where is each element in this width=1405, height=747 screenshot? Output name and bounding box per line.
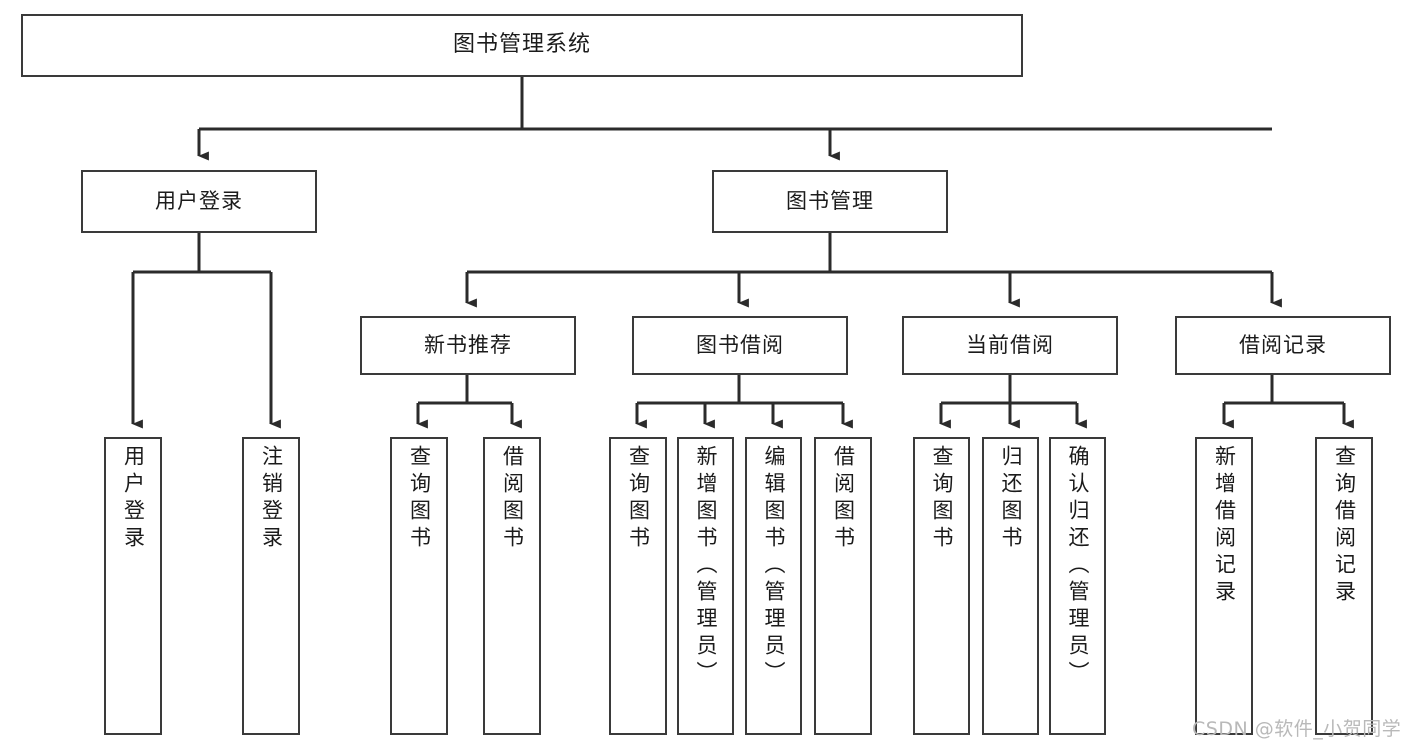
node-leaf-query-borrow-record[interactable]: 查询借阅记录 [1315,437,1373,735]
node-leaf-add-book[interactable]: 新增图书（管理员） [677,437,734,735]
node-label: 查询借阅记录 [1332,445,1357,607]
node-leaf-query-book-current[interactable]: 查询图书 [913,437,970,735]
node-label: 归还图书 [999,445,1023,553]
node-leaf-return-book[interactable]: 归还图书 [982,437,1039,735]
node-label: 新增图书（管理员） [694,445,718,688]
node-label: 新增借阅记录 [1212,445,1237,607]
node-leaf-add-borrow-record[interactable]: 新增借阅记录 [1195,437,1253,735]
node-label: 借阅图书 [831,445,856,553]
node-borrow-record[interactable]: 借阅记录 [1175,316,1391,375]
node-leaf-logout[interactable]: 注销登录 [242,437,300,735]
node-label: 图书管理 [786,188,874,213]
node-user-login[interactable]: 用户登录 [81,170,317,233]
node-book-management[interactable]: 图书管理 [712,170,948,233]
node-label: 查询图书 [407,445,432,553]
node-leaf-confirm-return[interactable]: 确认归还（管理员） [1049,437,1106,735]
node-leaf-query-book-borrow[interactable]: 查询图书 [609,437,667,735]
node-leaf-query-book-recommend[interactable]: 查询图书 [390,437,448,735]
node-label: 确认归还（管理员） [1066,445,1090,688]
node-root-book-management-system[interactable]: 图书管理系统 [21,14,1023,77]
node-book-borrow[interactable]: 图书借阅 [632,316,848,375]
node-label: 借阅记录 [1239,332,1327,357]
node-label: 用户登录 [155,188,243,213]
node-label: 查询图书 [626,445,651,553]
node-label: 编辑图书（管理员） [762,445,786,688]
node-label: 借阅图书 [500,445,525,553]
node-leaf-borrow-book[interactable]: 借阅图书 [814,437,872,735]
node-new-book-recommend[interactable]: 新书推荐 [360,316,576,375]
node-leaf-edit-book[interactable]: 编辑图书（管理员） [745,437,802,735]
node-label: 注销登录 [259,445,284,553]
node-leaf-borrow-book-recommend[interactable]: 借阅图书 [483,437,541,735]
node-leaf-user-login[interactable]: 用户登录 [104,437,162,735]
node-current-borrow[interactable]: 当前借阅 [902,316,1118,375]
node-label: 图书借阅 [696,332,784,357]
node-label: 用户登录 [121,445,146,553]
watermark-csdn: CSDN @软件_小贺同学 [1192,718,1402,740]
node-label: 查询图书 [930,445,954,553]
node-label: 新书推荐 [424,332,512,357]
node-label: 图书管理系统 [452,32,591,58]
node-label: 当前借阅 [966,332,1054,357]
